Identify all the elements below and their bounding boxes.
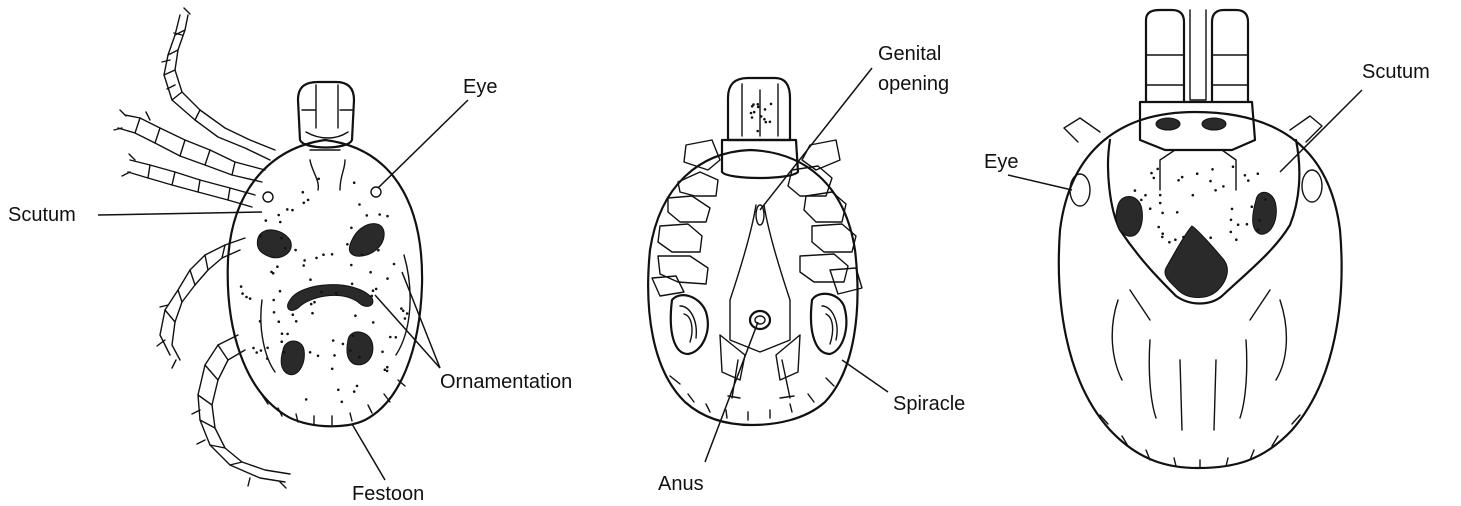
punctation-dot bbox=[1264, 198, 1267, 201]
label-scutum-dorsal: Scutum bbox=[8, 203, 76, 227]
female-eye-left bbox=[1070, 174, 1090, 206]
label-scutum-female: Scutum bbox=[1362, 60, 1430, 84]
punctation-dot bbox=[1246, 223, 1249, 226]
punctation-dots-female bbox=[1134, 165, 1267, 243]
punctation-dot bbox=[1192, 194, 1195, 197]
label-eye-female: Eye bbox=[984, 150, 1018, 174]
punctation-dot bbox=[1257, 228, 1260, 231]
punctation-dot bbox=[1159, 202, 1162, 205]
female-eye-right bbox=[1302, 170, 1322, 202]
punctation-dot bbox=[1209, 180, 1212, 183]
punctation-dot bbox=[1156, 168, 1159, 171]
label-festoon: Festoon bbox=[352, 482, 424, 506]
punctation-dot bbox=[1161, 236, 1164, 239]
punctation-dot bbox=[1168, 241, 1171, 244]
punctation-dot bbox=[1251, 205, 1254, 208]
porose-area-right bbox=[1202, 118, 1226, 130]
punctation-dot bbox=[1231, 208, 1234, 211]
punctation-dot bbox=[1161, 212, 1164, 215]
punctation-dot bbox=[1196, 172, 1199, 175]
punctation-dot bbox=[1181, 176, 1184, 179]
punctation-dot bbox=[1159, 194, 1162, 197]
punctation-dot bbox=[1134, 189, 1137, 192]
punctation-dot bbox=[1177, 179, 1180, 182]
punctation-dot bbox=[1157, 226, 1160, 229]
female-festoons bbox=[1100, 415, 1300, 468]
punctation-dot bbox=[1214, 189, 1217, 192]
punctation-dot bbox=[1150, 172, 1153, 175]
punctation-dot bbox=[1161, 232, 1164, 235]
punctation-dot bbox=[1257, 172, 1260, 175]
label-anus: Anus bbox=[658, 472, 704, 496]
label-genital-line1: Genital bbox=[878, 42, 941, 66]
punctation-dot bbox=[1237, 223, 1240, 226]
punctation-dot bbox=[1153, 177, 1156, 180]
punctation-dot bbox=[1144, 194, 1147, 197]
female-ornament-left bbox=[1116, 196, 1142, 236]
leader-scutum-female bbox=[1280, 90, 1362, 172]
female-ornament-central bbox=[1165, 226, 1227, 298]
punctation-dot bbox=[1258, 219, 1261, 222]
punctation-dot bbox=[1140, 199, 1143, 202]
punctation-dot bbox=[1174, 238, 1177, 241]
punctation-dot bbox=[1232, 165, 1235, 168]
punctation-dot bbox=[1244, 174, 1247, 177]
punctation-dot bbox=[1176, 211, 1179, 214]
punctation-dot bbox=[1149, 207, 1152, 210]
punctation-dot bbox=[1222, 185, 1225, 188]
label-eye-dorsal: Eye bbox=[463, 75, 497, 99]
label-ornamentation: Ornamentation bbox=[440, 370, 572, 394]
label-genital-line2: opening bbox=[878, 72, 949, 96]
punctation-dot bbox=[1209, 236, 1212, 239]
punctation-dot bbox=[1211, 168, 1214, 171]
punctation-dot bbox=[1182, 236, 1185, 239]
punctation-dot bbox=[1235, 238, 1238, 241]
punctation-dot bbox=[1230, 231, 1233, 234]
porose-area-left bbox=[1156, 118, 1180, 130]
punctation-dot bbox=[1247, 179, 1250, 182]
leader-eye-female bbox=[1008, 175, 1072, 190]
punctation-dot bbox=[1230, 219, 1233, 222]
label-spiracle: Spiracle bbox=[893, 392, 965, 416]
female-capitulum bbox=[1140, 10, 1255, 150]
